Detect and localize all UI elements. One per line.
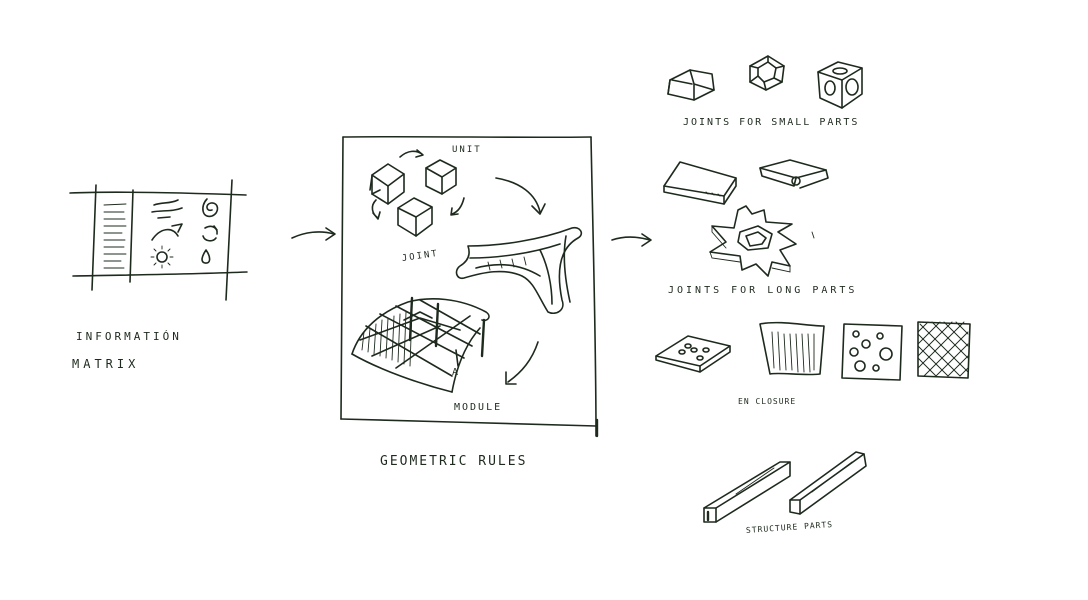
small-joint-hollow-cube — [817, 61, 863, 109]
cube-unit-1 — [369, 163, 405, 205]
structure-beam-2 — [789, 451, 867, 515]
cube-unit-2 — [425, 159, 457, 195]
structure-beam-1 — [703, 461, 791, 523]
label-geometric-rules: GEOMETRIC RULES — [380, 454, 528, 469]
geometric-rules-sheet — [340, 135, 599, 438]
joint-sketch — [455, 226, 583, 315]
label-enclosure: EN CLOSURE — [738, 397, 797, 406]
label-module: MODULE — [454, 402, 503, 413]
label-joints-small-parts: JOINTS FOR SMALL PARTS — [683, 117, 860, 128]
long-joint-clip — [759, 159, 829, 189]
label-module-marker: A — [452, 367, 459, 378]
enclosure-plate — [655, 335, 731, 373]
tick-mark — [811, 231, 815, 239]
rotate-icon — [202, 225, 218, 242]
enclosure-ribbed-panel — [759, 321, 825, 376]
label-information-matrix-1: INFORMATIÓN — [76, 330, 182, 343]
enclosure-perforated-panel — [841, 323, 903, 381]
small-joint-prism — [667, 69, 715, 101]
long-joint-star — [709, 205, 797, 277]
sun-icon — [150, 245, 174, 269]
small-joint-polyhedron — [749, 55, 785, 91]
cube-unit-3 — [397, 197, 433, 237]
enclosure-mesh-panel — [917, 321, 971, 379]
cycle-arrows — [371, 149, 465, 220]
arrow-joint-to-module — [505, 341, 539, 385]
spiral-icon — [202, 198, 219, 218]
arrow-matrix-to-rules — [291, 227, 336, 241]
flow-arrow-icon — [151, 223, 183, 241]
long-joint-plate — [663, 161, 737, 205]
drop-icon — [201, 249, 211, 264]
module-sketch — [351, 296, 490, 393]
arrow-rules-to-parts — [611, 233, 652, 247]
label-information-matrix-2: MATRIX — [72, 357, 140, 371]
information-matrix-grid — [69, 179, 248, 301]
wind-icon — [151, 199, 183, 219]
label-unit: UNIT — [452, 145, 482, 155]
arrow-unit-to-joint — [495, 177, 546, 215]
label-joints-long-parts: JOINTS FOR LONG PARTS — [668, 285, 858, 296]
